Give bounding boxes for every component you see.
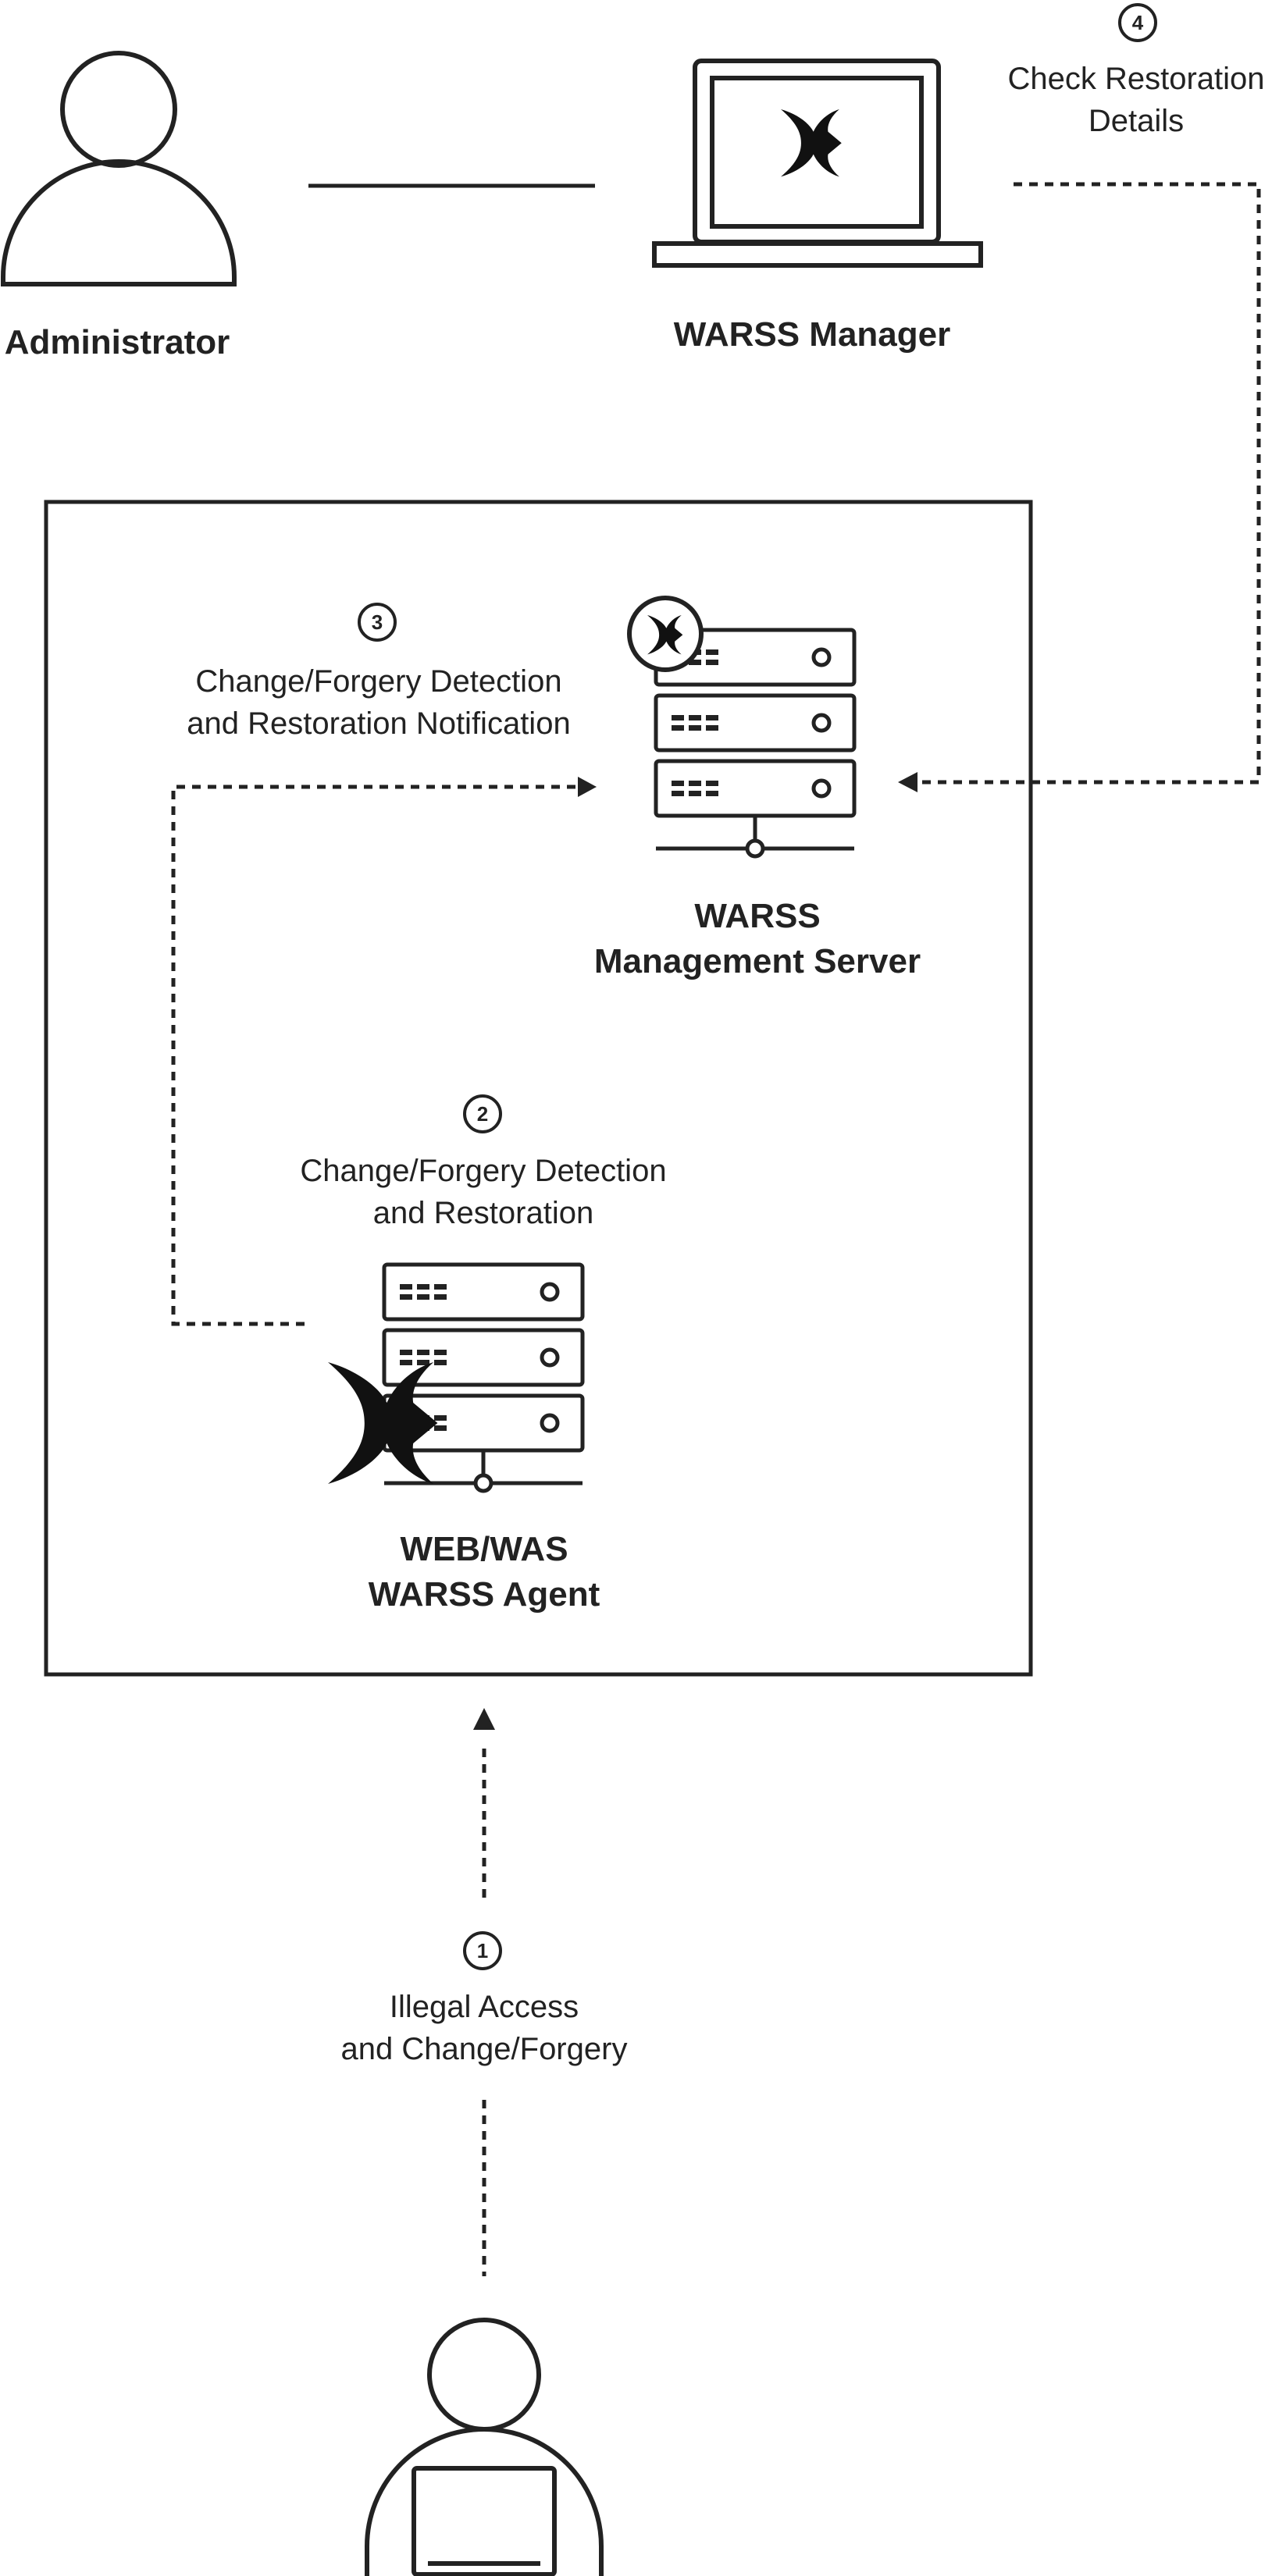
step-4-line1: Check Restoration	[1007, 62, 1265, 96]
laptop-icon	[652, 59, 983, 268]
manager-label: WARSS Manager	[673, 315, 951, 354]
step-3-label: Change/Forgery Detection and Restoration…	[125, 660, 632, 745]
arrowhead-to-server-left	[578, 777, 597, 797]
arrowhead-to-server-right	[898, 772, 917, 792]
agent-label-line2: WARSS Agent	[368, 1575, 600, 1614]
agent-label-line1: WEB/WAS	[400, 1530, 568, 1568]
attacker-person-icon	[365, 2318, 604, 2576]
server-label-line1: WARSS	[694, 897, 821, 935]
step-1-label: Illegal Access and Change/Forgery	[234, 1986, 734, 2070]
network-boundary	[44, 500, 1033, 1677]
step-badge-3: 3	[358, 603, 397, 642]
administrator-label: Administrator	[4, 323, 230, 361]
server-label: WARSS Management Server	[515, 894, 999, 984]
step-badge-1: 1	[463, 1931, 502, 1970]
administrator-person-icon	[0, 51, 237, 286]
step-4-line2: Details	[1088, 104, 1185, 138]
notification-path	[171, 785, 578, 1326]
step-badge-4: 4	[1118, 3, 1157, 42]
restoration-check-path	[917, 182, 1261, 785]
warss-logo-icon	[781, 109, 842, 177]
arrowhead-attack	[473, 1708, 495, 1730]
step-1-line2: and Change/Forgery	[340, 2032, 628, 2066]
server-label-line2: Management Server	[593, 942, 921, 980]
step-badge-2: 2	[463, 1094, 502, 1133]
agent-label: WEB/WAS WARSS Agent	[242, 1527, 726, 1617]
step-2-label: Change/Forgery Detection and Restoration	[230, 1150, 737, 1234]
step-1-line1: Illegal Access	[389, 1990, 579, 2024]
step-2-line1: Change/Forgery Detection	[300, 1154, 667, 1188]
step-2-line2: and Restoration	[372, 1196, 594, 1230]
step-4-label: Check Restoration Details	[960, 58, 1272, 142]
step-3-line2: and Restoration Notification	[187, 706, 571, 741]
step-3-line1: Change/Forgery Detection	[195, 664, 562, 699]
